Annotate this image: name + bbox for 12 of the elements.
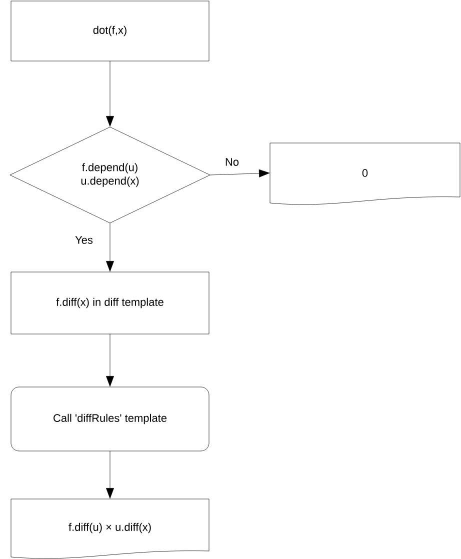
- edge-label: No: [224, 157, 240, 167]
- document-shape: 0: [270, 142, 460, 205]
- rounded-box: Call 'diffRules' template: [10, 386, 210, 452]
- arrow: [106, 450, 114, 499]
- document-shape: f.diff(u) × u.diff(x): [10, 498, 210, 559]
- arrow: [210, 169, 270, 178]
- arrow: [106, 60, 114, 127]
- arrow: [106, 222, 114, 272]
- process-box: dot(f,x): [10, 0, 210, 62]
- edge-label: Yes: [74, 235, 94, 245]
- process-box: f.diff(x) in diff template: [10, 272, 210, 334]
- arrow: [106, 334, 114, 387]
